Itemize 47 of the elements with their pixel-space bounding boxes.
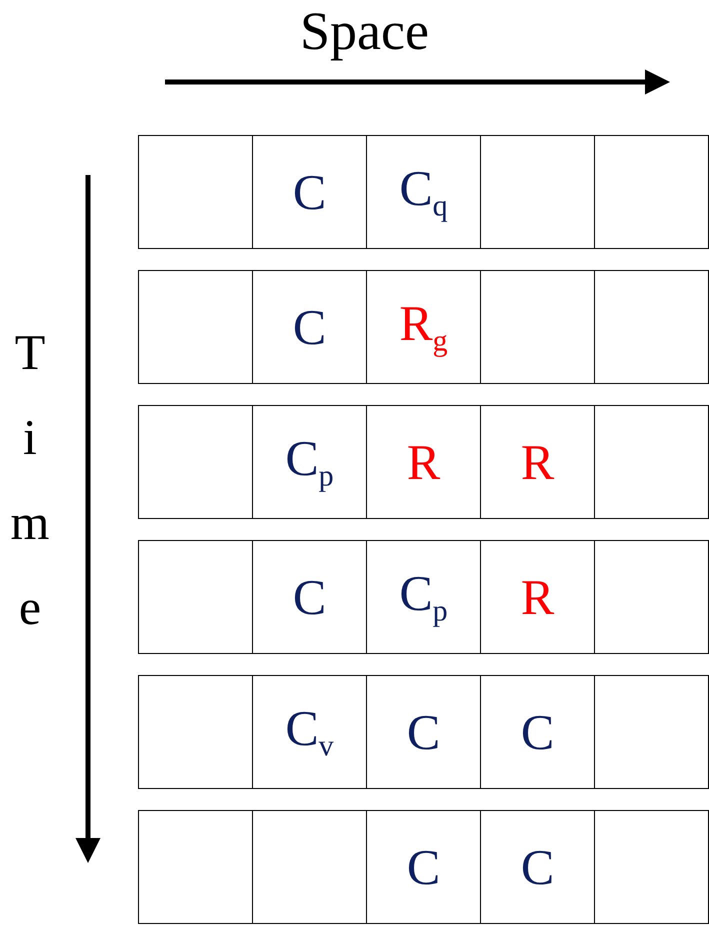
cell-label: C (292, 302, 326, 352)
grid-cell (138, 135, 253, 249)
grid-cell (366, 270, 481, 384)
grid-cell (252, 810, 367, 924)
grid-cell (252, 135, 367, 249)
grid-cell (480, 675, 595, 789)
grid-cell (594, 675, 709, 789)
grid-cell (138, 540, 253, 654)
grid-cell (252, 405, 367, 519)
cell-label: C (292, 572, 326, 622)
cell-label: C$_{v}$ (285, 702, 334, 762)
grid-cell (594, 135, 709, 249)
cell-label: R (520, 572, 554, 622)
grid-cell (138, 270, 253, 384)
cell-label: C (406, 842, 440, 892)
cell-label: C$_{p}$ (399, 568, 448, 626)
grid-cell (366, 675, 481, 789)
grid-cell (366, 135, 481, 249)
grid-cell (138, 675, 253, 789)
axis-label: Time (10, 323, 50, 637)
cell-label: C (292, 167, 326, 217)
grid-cell (594, 810, 709, 924)
grid-cell (594, 405, 709, 519)
grid-cell (480, 810, 595, 924)
axis-label: Space (300, 2, 429, 62)
grid-cell (480, 135, 595, 249)
grid-cell (480, 270, 595, 384)
grid-cell (366, 810, 481, 924)
grid-cell (480, 540, 595, 654)
grid-cell (594, 270, 709, 384)
cell-label: C (520, 842, 554, 892)
grid-cell (252, 270, 367, 384)
cell-label: R (406, 437, 440, 487)
cell-label: C (520, 707, 554, 757)
cell-label: C$_{p}$ (285, 432, 334, 492)
grid-cell (252, 675, 367, 789)
cell-label: R (520, 437, 554, 487)
grid-cell (594, 540, 709, 654)
grid-cell (252, 540, 367, 654)
grid-cell (138, 810, 253, 924)
grid-cell (480, 405, 595, 519)
cell-label: C$_{q}$ (399, 162, 448, 222)
grid-cell (138, 405, 253, 519)
cell-label: R$_{g}$ (399, 298, 448, 356)
grid-cell (366, 405, 481, 519)
cell-label: C (406, 707, 440, 757)
grid-cell (366, 540, 481, 654)
